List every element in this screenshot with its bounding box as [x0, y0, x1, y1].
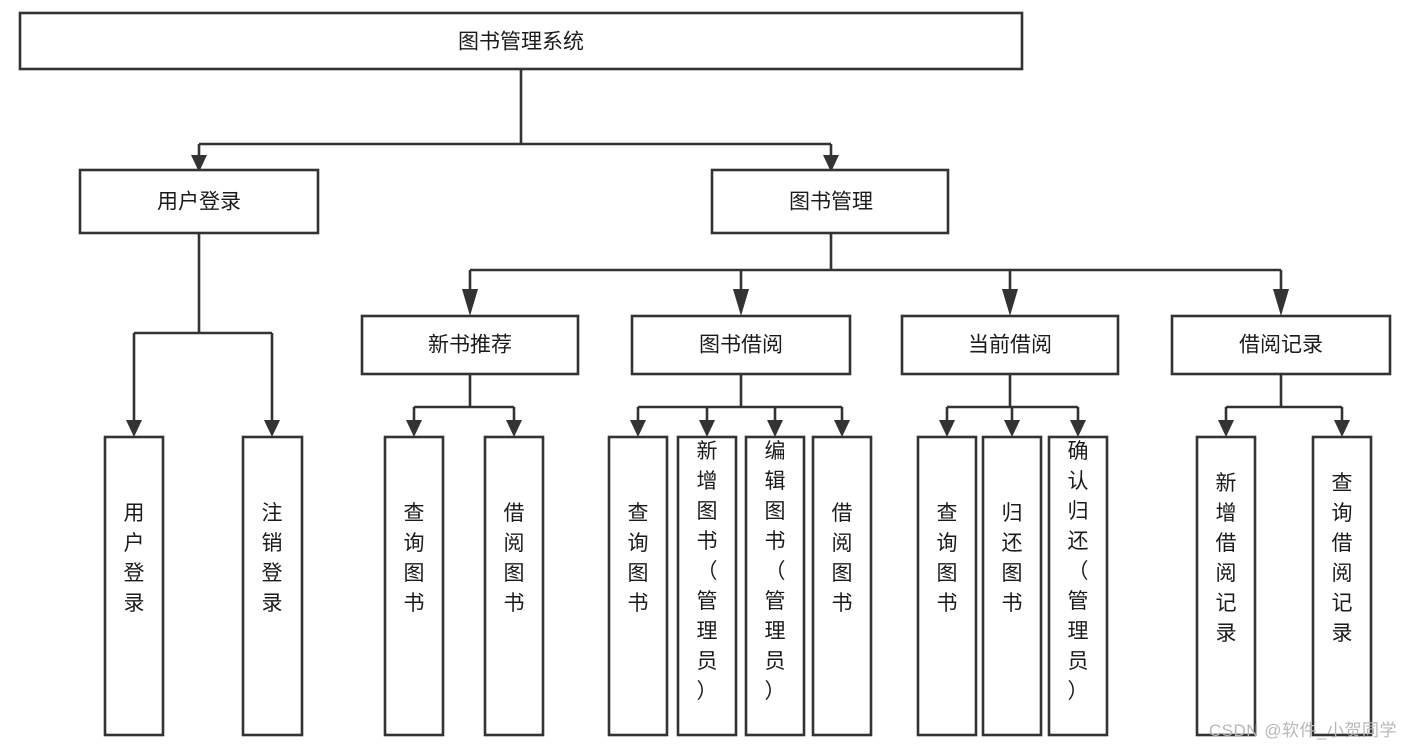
edge-user-login-trunk	[132, 233, 274, 423]
node-book-manage-box[interactable]	[710, 168, 950, 235]
node-root[interactable]: 图书管理系统	[18, 11, 1024, 71]
leaf-borrow-book-1-label: 借阅图书	[504, 502, 525, 615]
leaf-add-book-admin-label: 新增图书（管理员）	[697, 440, 718, 703]
leaf-add-book-admin[interactable]: 新增图书（管理员）	[676, 435, 738, 737]
leaf-logout-login-box[interactable]	[241, 435, 304, 737]
leaf-confirm-return-admin[interactable]: 确认归还（管理员）	[1047, 435, 1109, 737]
node-user-login[interactable]: 用户登录	[78, 168, 320, 235]
arrow-to-query-book-1	[406, 420, 422, 437]
leaf-edit-book-admin[interactable]: 编辑图书（管理员）	[744, 435, 806, 737]
leaf-query-borrow-record[interactable]: 查询借阅记录	[1311, 435, 1373, 737]
arrow-to-return-book	[1004, 420, 1020, 437]
leaf-query-borrow-record-box[interactable]	[1311, 435, 1373, 737]
leaf-query-borrow-record-label: 查询借阅记录	[1332, 472, 1353, 645]
leaf-query-book-1-box[interactable]	[383, 435, 445, 737]
arrow-to-borrow-record	[1273, 289, 1289, 316]
arrow-to-borrow-book-2	[834, 420, 850, 437]
arrow-to-query-book-3	[939, 420, 955, 437]
leaf-borrow-book-2-box[interactable]	[811, 435, 873, 737]
arrow-to-current-borrow	[1002, 289, 1018, 316]
arrow-to-query-borrow-record	[1334, 420, 1350, 437]
leaf-query-book-3-label: 查询图书	[937, 502, 958, 615]
node-borrow-record-label: 借阅记录	[1239, 334, 1323, 357]
leaf-add-book-admin-box[interactable]	[676, 435, 738, 737]
leaf-query-book-3[interactable]: 查询图书	[916, 435, 978, 737]
node-new-book-recommend[interactable]: 新书推荐	[360, 314, 580, 376]
edge-book-borrow-trunk	[636, 374, 844, 423]
edge-borrow-record-trunk	[1224, 374, 1344, 423]
edge-root-trunk	[197, 69, 833, 158]
leaf-query-book-2-label: 查询图书	[628, 502, 649, 615]
leaf-return-book[interactable]: 归还图书	[981, 435, 1043, 737]
node-book-borrow-label: 图书借阅	[699, 334, 783, 357]
leaf-logout-login-label: 注销登录	[262, 502, 283, 615]
leaf-query-book-2[interactable]: 查询图书	[607, 435, 669, 737]
connector-layer	[126, 69, 1350, 437]
leaf-user-login[interactable]: 用户登录	[103, 435, 165, 737]
leaf-query-book-2-box[interactable]	[607, 435, 669, 737]
node-book-manage[interactable]: 图书管理	[710, 168, 950, 235]
arrow-to-add-borrow-record	[1218, 420, 1234, 437]
edge-new-book-rec-trunk	[412, 374, 516, 423]
arrow-to-edit-book-admin	[767, 420, 783, 437]
leaf-confirm-return-admin-box[interactable]	[1047, 435, 1109, 737]
leaf-borrow-book-1-box[interactable]	[483, 435, 545, 737]
leaf-edit-book-admin-box[interactable]	[744, 435, 806, 737]
node-borrow-record[interactable]: 借阅记录	[1170, 314, 1392, 376]
leaf-user-login-label: 用户登录	[124, 502, 145, 615]
arrow-to-book-borrow	[733, 289, 749, 316]
leaf-query-book-1-label: 查询图书	[404, 502, 425, 615]
leaf-confirm-return-admin-label: 确认归还（管理员）	[1068, 440, 1089, 703]
arrow-to-add-book-admin	[699, 420, 715, 437]
leaf-add-borrow-record[interactable]: 新增借阅记录	[1195, 435, 1257, 737]
leaf-query-book-3-box[interactable]	[916, 435, 978, 737]
node-current-borrow-label: 当前借阅	[968, 334, 1052, 357]
leaf-add-borrow-record-label: 新增借阅记录	[1216, 472, 1237, 645]
leaf-borrow-book-2-label: 借阅图书	[832, 502, 853, 615]
node-root-box[interactable]	[18, 11, 1024, 71]
leaf-query-book-1[interactable]: 查询图书	[383, 435, 445, 737]
leaf-logout-login[interactable]: 注销登录	[241, 435, 304, 737]
edge-book-manage-trunk	[468, 233, 1283, 292]
node-new-book-recommend-box[interactable]	[360, 314, 580, 376]
arrow-to-user-login-leaf	[126, 420, 142, 437]
leaf-edit-book-admin-label: 编辑图书（管理员）	[765, 440, 786, 703]
node-current-borrow-box[interactable]	[900, 314, 1120, 376]
arrow-to-book-manage	[823, 155, 839, 172]
node-borrow-record-box[interactable]	[1170, 314, 1392, 376]
leaf-return-book-label: 归还图书	[1002, 502, 1023, 615]
leaf-user-login-box[interactable]	[103, 435, 165, 737]
node-current-borrow[interactable]: 当前借阅	[900, 314, 1120, 376]
arrow-to-logout-login-leaf	[264, 420, 280, 437]
leaf-add-borrow-record-box[interactable]	[1195, 435, 1257, 737]
node-book-borrow[interactable]: 图书借阅	[630, 314, 852, 376]
node-book-manage-label: 图书管理	[789, 191, 873, 214]
arrow-to-new-book-rec	[462, 289, 478, 316]
node-new-book-recommend-label: 新书推荐	[428, 334, 512, 357]
arrow-to-confirm-return-admin	[1070, 420, 1086, 437]
arrow-to-query-book-2	[630, 420, 646, 437]
leaf-borrow-book-2[interactable]: 借阅图书	[811, 435, 873, 737]
edge-current-borrow-trunk	[945, 374, 1080, 423]
leaf-return-book-box[interactable]	[981, 435, 1043, 737]
node-root-label: 图书管理系统	[458, 31, 584, 54]
arrow-to-borrow-book-1	[506, 420, 522, 437]
arrow-to-user-login	[191, 155, 207, 172]
node-book-borrow-box[interactable]	[630, 314, 852, 376]
leaf-borrow-book-1[interactable]: 借阅图书	[483, 435, 545, 737]
node-user-login-label: 用户登录	[157, 191, 241, 214]
node-user-login-box[interactable]	[78, 168, 320, 235]
